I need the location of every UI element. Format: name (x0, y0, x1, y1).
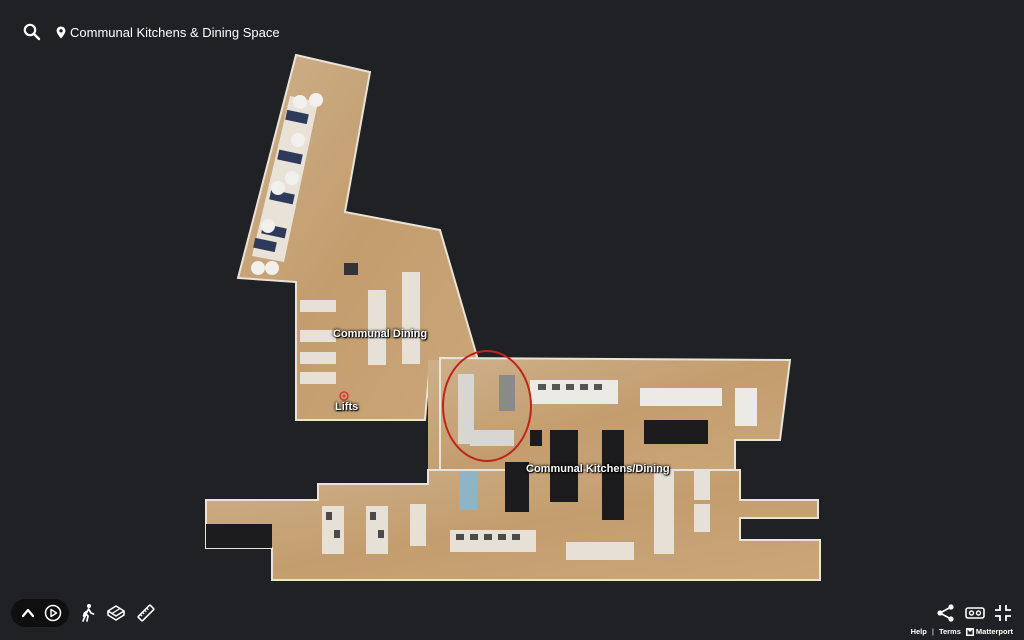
footer-separator: | (931, 627, 934, 636)
chevron-up-icon[interactable] (17, 602, 39, 624)
south-tables (322, 470, 710, 560)
brand-link[interactable]: Matterport (965, 627, 1013, 636)
lifts-marker[interactable] (339, 391, 349, 401)
round-tables (251, 93, 323, 275)
south-appliances (326, 512, 520, 540)
play-icon[interactable] (42, 602, 64, 624)
collapse-icon[interactable] (993, 603, 1015, 623)
highlight-circle[interactable] (442, 350, 532, 462)
terms-link[interactable]: Terms (938, 627, 961, 636)
room-voids (206, 420, 708, 548)
share-icon[interactable] (935, 603, 957, 623)
brand-name: Matterport (975, 627, 1013, 636)
kitchen-appliances (538, 384, 602, 390)
location-name: Communal Kitchens & Dining Space (70, 24, 280, 40)
floorplan-icon[interactable] (106, 603, 126, 623)
location-title[interactable]: Communal Kitchens & Dining Space (56, 24, 280, 40)
highlighted-kitchen-island (458, 374, 515, 446)
water-feature (459, 472, 477, 510)
kiosk (344, 263, 358, 275)
footer-links: Help | Terms Matterport (911, 627, 1013, 636)
vr-icon[interactable] (964, 603, 986, 623)
tour-controls (11, 599, 69, 627)
walk-icon[interactable] (78, 603, 98, 623)
dining-tables (300, 272, 420, 384)
matterport-logo-icon (965, 627, 974, 636)
map-label-communal-dining[interactable]: Communal Dining (333, 328, 428, 340)
location-pin-icon (56, 26, 66, 38)
measure-icon[interactable] (136, 603, 156, 623)
map-label-lifts[interactable]: Lifts (335, 401, 359, 413)
map-label-kitchens[interactable]: Communal Kitchens/Dining (526, 463, 670, 475)
top-bar: Communal Kitchens & Dining Space (0, 0, 1024, 60)
search-icon[interactable] (22, 22, 42, 42)
help-link[interactable]: Help (910, 627, 927, 636)
